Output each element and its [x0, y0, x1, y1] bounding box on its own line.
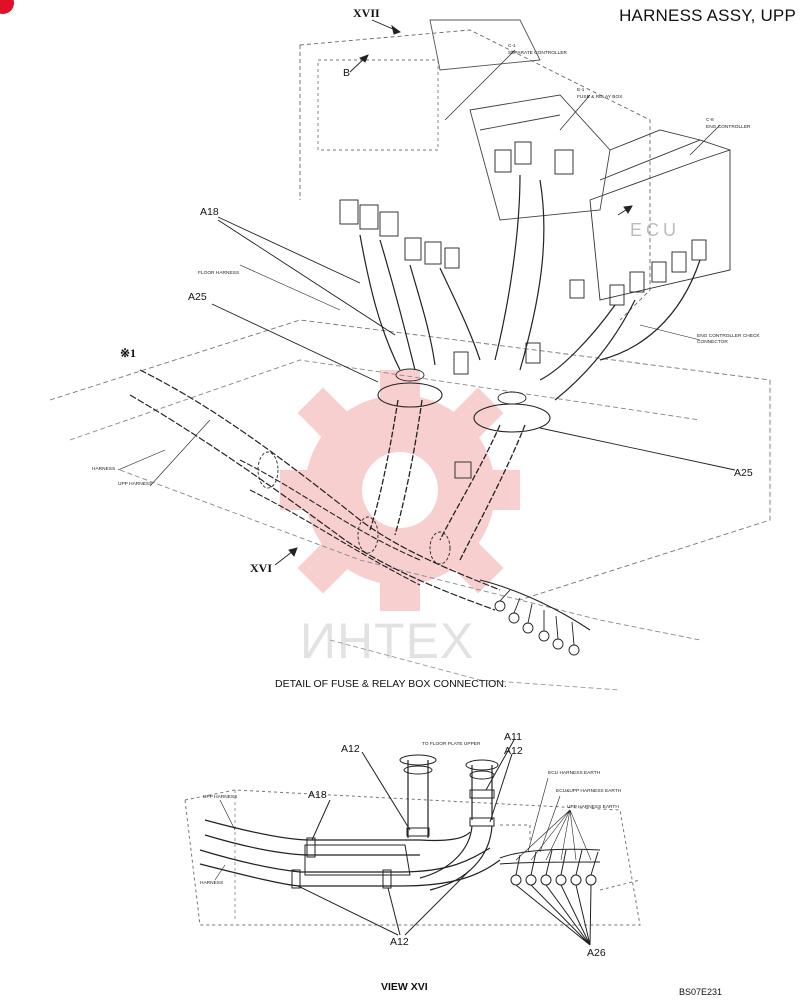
harness-label-top: HARNESS [92, 467, 116, 472]
callout-a18-bottom: A18 [308, 789, 327, 801]
view-xvi-marker: XVI [250, 561, 273, 575]
c1-code-label: C-1 [508, 44, 516, 49]
ecu-earth-label: ECU HARNESS EARTH [548, 771, 601, 776]
ecu-upp-earth-label: ECU&UPP HARNESS EARTH [556, 789, 622, 794]
callout-a11: A11 [504, 731, 522, 743]
floor-harness-label: FLOOR HARNESS [198, 271, 240, 276]
callout-a12-right: A12 [504, 745, 523, 757]
page-title: HARNESS ASSY, UPP [619, 6, 796, 25]
corner-badge-icon [0, 0, 14, 14]
eng-check-connector-label: ENG CONTROLLER CHECK CONNECTOR [697, 334, 760, 345]
view-xvii-marker: XVII [353, 6, 380, 20]
c1-name-label: SEPARATE CONTROLLER [508, 51, 567, 56]
c8-name-label: ENG CONTROLLER [706, 125, 751, 130]
callout-a25-left: A25 [188, 291, 207, 303]
callout-a25-right: A25 [734, 467, 753, 479]
upp-earth-label: UPP HARNESS EARTH [567, 805, 619, 810]
upp-harness-label-top: UPP HARNESS [118, 482, 153, 487]
view-b-marker: B [343, 67, 351, 79]
e1-code-label: E-1 [577, 88, 585, 93]
harness-label-bottom: HARNESS [200, 881, 224, 886]
drawing-code: BS07E231 [679, 987, 723, 997]
c8-code-label: C-8 [706, 118, 714, 123]
callout-a12-bottom: A12 [390, 936, 409, 948]
callout-a26: A26 [587, 947, 606, 959]
watermark-text: ИНТЕХ [300, 613, 475, 669]
callout-a18-top: A18 [200, 206, 219, 218]
view-xvi-caption: VIEW XVI [381, 981, 428, 993]
upp-harness-label-bottom: UPP HARNESS [203, 795, 238, 800]
note-marker: ※1 [120, 346, 137, 360]
ecu-panel-label: ECU [630, 220, 681, 240]
detail-caption: DETAIL OF FUSE & RELAY BOX CONNECTION. [275, 678, 507, 690]
to-floor-plate-label: TO FLOOR PLATE UPPER [422, 742, 481, 747]
callout-a12-top: A12 [341, 743, 360, 755]
e1-name-label: FUSE & RELAY BOX [577, 95, 623, 100]
